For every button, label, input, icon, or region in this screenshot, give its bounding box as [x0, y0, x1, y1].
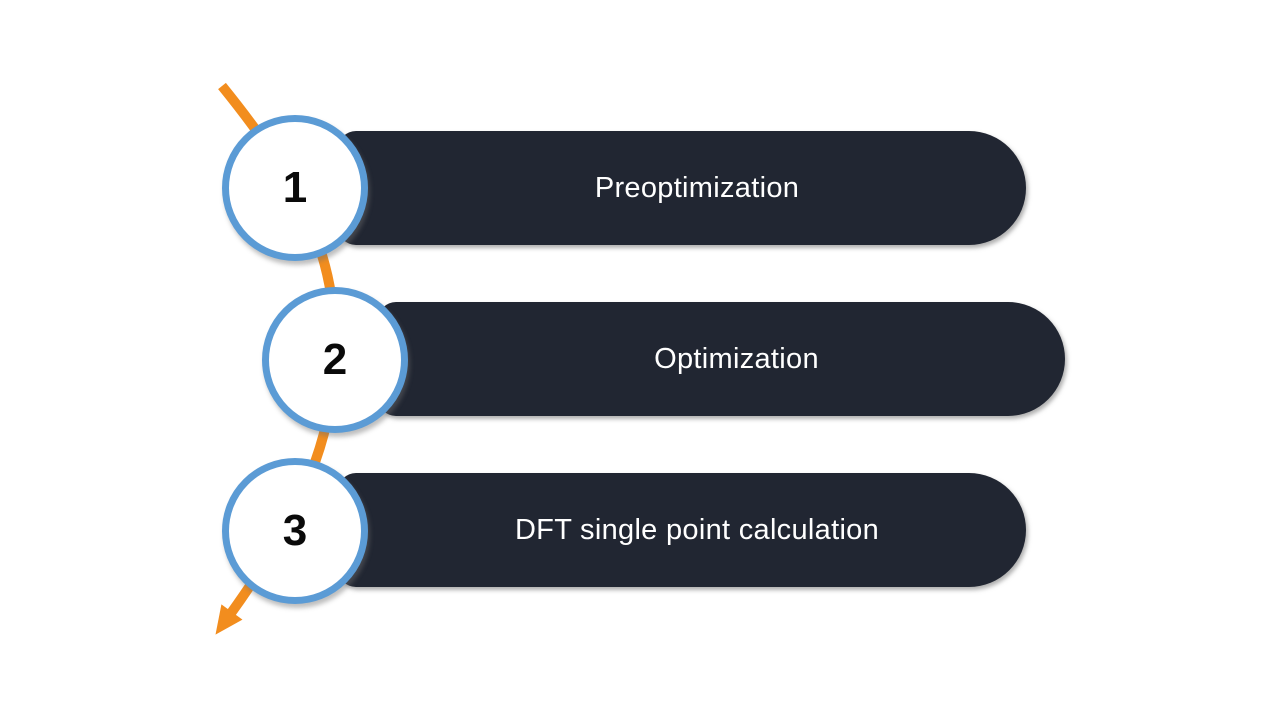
step-bar-2: Optimization — [378, 302, 1065, 416]
step-number-circle-3: 3 — [222, 458, 368, 604]
step-bar-1: Preoptimization — [338, 131, 1026, 245]
step-number-2: 2 — [322, 335, 348, 384]
step-label-3: DFT single point calculation — [514, 513, 880, 546]
step-label-1: Preoptimization — [594, 171, 800, 204]
step-label-2: Optimization — [654, 342, 819, 375]
step-bar-3: DFT single point calculation — [338, 473, 1026, 587]
step-number-circle-1: 1 — [222, 115, 368, 261]
step-number-3: 3 — [282, 506, 308, 555]
step-number-1: 1 — [282, 163, 308, 212]
step-number-circle-2: 2 — [262, 287, 408, 433]
